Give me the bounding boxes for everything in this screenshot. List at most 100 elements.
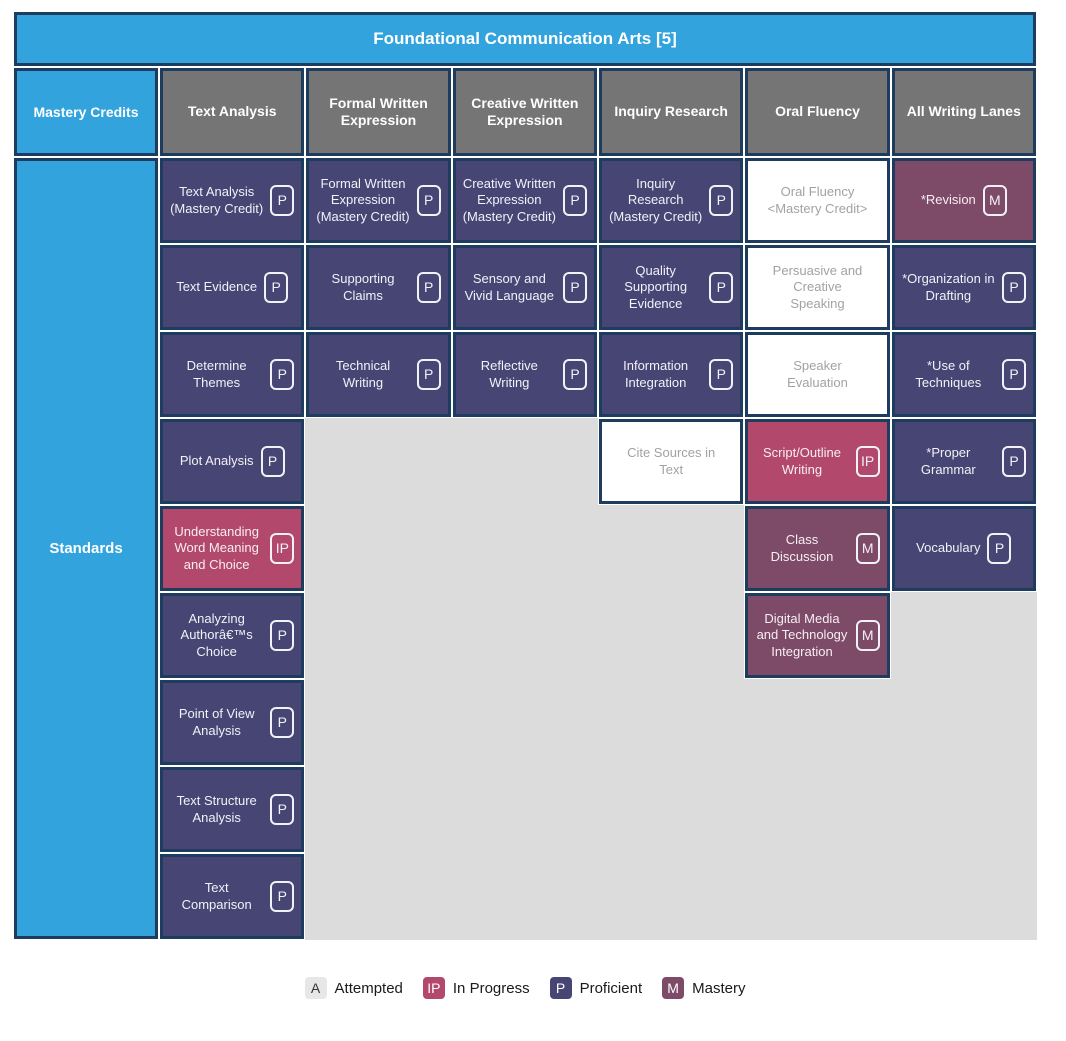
standard-label: Supporting Claims: [331, 271, 395, 303]
standard-card[interactable]: Persuasive and Creative Speaking: [745, 245, 890, 330]
status-badge: M: [855, 533, 880, 564]
legend-chip-ip: IP: [422, 977, 445, 999]
legend-item-proficient: P Proficient: [549, 977, 643, 999]
status-badge: P: [1001, 359, 1026, 390]
standard-card[interactable]: Text Analysis (Mastery Credit)P: [160, 158, 305, 243]
standard-label: Inquiry Research (Mastery Credit): [609, 176, 703, 224]
legend-chip-m: M: [662, 977, 685, 999]
lane-header-oral-fluency: Oral Fluency: [745, 68, 890, 156]
standard-label: *Organization in Drafting: [902, 271, 995, 303]
standard-card[interactable]: Class Discussion M: [745, 506, 890, 591]
standard-card[interactable]: Determine Themes P: [160, 332, 305, 417]
status-badge: P: [270, 359, 295, 390]
status-badge: P: [709, 272, 734, 303]
standard-card[interactable]: Understanding Word Meaning and Choice IP: [160, 506, 305, 591]
standard-card[interactable]: Oral Fluency <Mastery Credit>: [745, 158, 890, 243]
standard-label: Text Evidence: [176, 279, 258, 295]
standard-card[interactable]: Inquiry Research (Mastery Credit)P: [598, 158, 744, 243]
standard-label: Text Structure Analysis: [176, 793, 257, 825]
status-badge: P: [270, 185, 295, 216]
empty-cell-filler: [451, 418, 598, 940]
status-badge: P: [709, 185, 734, 216]
standard-card[interactable]: Technical Writing P: [306, 332, 451, 417]
standard-label: Technical Writing: [335, 358, 391, 390]
empty-cell-filler: [597, 505, 745, 940]
standard-card[interactable]: Creative Written Expression (Mastery Cre…: [452, 158, 597, 243]
standard-card[interactable]: Vocabulary P: [891, 506, 1036, 591]
standard-card[interactable]: Point of View Analysis P: [160, 680, 305, 765]
standard-label: Script/Outline Writing: [762, 445, 842, 477]
standard-label: Vocabulary: [916, 540, 981, 556]
status-badge: IP: [855, 446, 880, 477]
status-badge: P: [270, 707, 295, 738]
status-badge: P: [562, 185, 587, 216]
status-badge: P: [1001, 272, 1026, 303]
standard-card[interactable]: Script/Outline Writing IP: [745, 419, 890, 504]
status-badge: M: [982, 185, 1007, 216]
standard-label: Understanding Word Meaning and Choice: [174, 524, 259, 572]
standard-card[interactable]: Quality Supporting Evidence P: [598, 245, 744, 330]
lane-header-creative-written-expression: Creative Written Expression: [452, 68, 597, 156]
legend-chip-a: A: [304, 977, 327, 999]
standard-label: Quality Supporting Evidence: [624, 263, 688, 311]
standard-card[interactable]: Information Integration P: [598, 332, 744, 417]
standard-label: Speaker Evaluation: [787, 358, 848, 390]
status-badge: P: [987, 533, 1012, 564]
standard-label: Information Integration: [623, 358, 689, 390]
status-badge: IP: [270, 533, 295, 564]
legend-chip-p: P: [549, 977, 572, 999]
standard-label: Creative Written Expression (Mastery Cre…: [462, 176, 556, 224]
legend-label: Mastery: [692, 979, 746, 997]
standard-card[interactable]: Speaker Evaluation: [745, 332, 890, 417]
status-badge: P: [270, 620, 295, 651]
standard-label: Plot Analysis: [179, 453, 254, 469]
status-badge: P: [709, 359, 734, 390]
standard-card[interactable]: Text Structure Analysis P: [160, 767, 305, 852]
standards-label: Standards: [14, 158, 158, 939]
standard-label: Point of View Analysis: [178, 706, 255, 738]
standard-label: Reflective Writing: [480, 358, 538, 390]
status-badge: P: [416, 272, 441, 303]
legend-label: Proficient: [579, 979, 643, 997]
status-badge: P: [1001, 446, 1026, 477]
standard-label: Sensory and Vivid Language: [464, 271, 555, 303]
standard-label: Formal Written Expression (Mastery Credi…: [316, 176, 410, 224]
status-badge: M: [855, 620, 880, 651]
standard-card[interactable]: Text Comparison P: [160, 854, 305, 939]
standard-card[interactable]: Plot Analysis P: [160, 419, 305, 504]
standard-card[interactable]: Cite Sources in Text: [598, 419, 744, 504]
lane-header-all-writing-lanes: All Writing Lanes: [891, 68, 1036, 156]
mastery-credits-header: Mastery Credits: [14, 68, 158, 156]
standard-card[interactable]: *Proper Grammar P: [891, 419, 1036, 504]
standard-label: Text Analysis (Mastery Credit): [170, 184, 264, 216]
standard-card[interactable]: Digital Media and Technology Integration…: [745, 593, 890, 678]
status-badge: P: [270, 881, 295, 912]
standard-label: Determine Themes: [186, 358, 247, 390]
standard-label: *Proper Grammar: [920, 445, 976, 477]
standard-label: Text Comparison: [181, 880, 252, 912]
mastery-grid: Foundational Communication Arts [5] Mast…: [14, 12, 1037, 940]
status-badge: P: [416, 359, 441, 390]
legend-item-in-progress: IP In Progress: [422, 977, 530, 999]
status-badge: P: [260, 446, 285, 477]
empty-cell-filler: [305, 418, 452, 940]
legend-label: In Progress: [452, 979, 530, 997]
lane-header-formal-written-expression: Formal Written Expression: [306, 68, 451, 156]
standard-label: Digital Media and Technology Integration: [756, 611, 848, 659]
status-badge: P: [416, 185, 441, 216]
standard-card[interactable]: Formal Written Expression (Mastery Credi…: [306, 158, 451, 243]
legend-item-attempted: A Attempted: [304, 977, 403, 999]
status-legend: A Attempted IP In Progress P Proficient M Maste…: [14, 977, 1036, 999]
standard-label: Class Discussion: [770, 532, 834, 564]
legend-label: Attempted: [334, 979, 403, 997]
status-badge: P: [270, 794, 295, 825]
standard-card[interactable]: Supporting Claims P: [306, 245, 451, 330]
